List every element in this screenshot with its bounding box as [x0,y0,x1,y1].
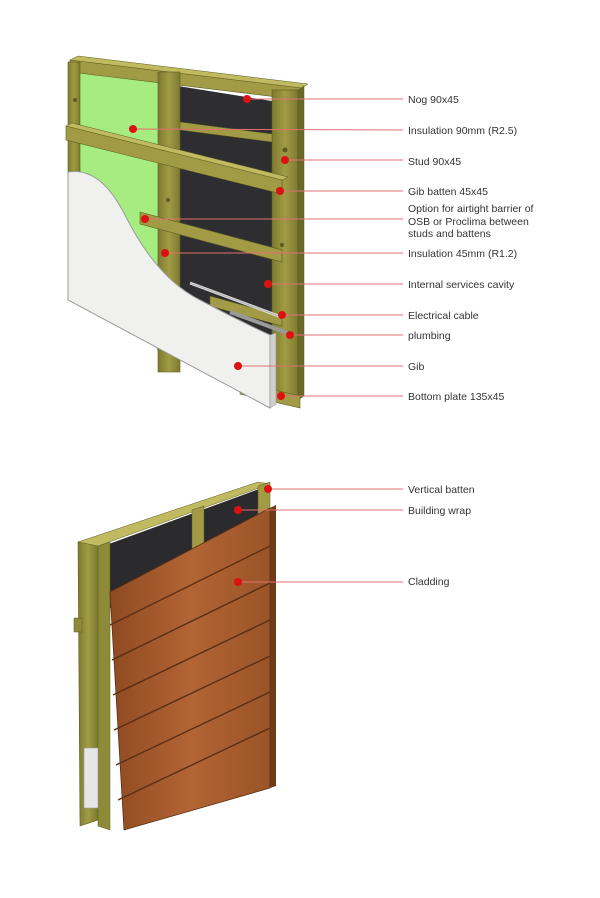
callout-label-airtight-line-3: studs and battens [408,228,491,240]
callout-label-electrical-cable: Electrical cable [408,310,479,322]
marker-dot-electrical-cable [278,311,286,319]
gib-batten-2 [139,211,283,263]
marker-dot-cladding [234,578,242,586]
callout-label-insulation-45mm: Insulation 45mm (R1.2) [408,248,518,260]
callout-label-insulation-90mm: Insulation 90mm (R2.5) [408,125,518,137]
marker-dot-vertical-batten [264,485,272,493]
callout-label-stud: Stud 90x45 [408,156,462,168]
cladding-board-lines [109,545,271,801]
left-stud [67,61,81,183]
callout-label-services-cavity: Internal services cavity [408,279,515,291]
callout-layer [129,95,404,586]
marker-dot-gib [234,362,242,370]
callout-label-gib: Gib [408,361,425,373]
callout-label-plumbing: plumbing [408,330,451,342]
nog [179,121,273,143]
marker-dot-services-cavity [264,280,272,288]
callout-label-cladding: Cladding [408,576,450,588]
callout-label-bottom-plate: Bottom plate 135x45 [408,391,505,403]
callout-label-nog: Nog 90x45 [408,94,459,106]
marker-dot-insulation-45mm [161,249,169,257]
lower-left-batten [97,541,111,831]
marker-dot-building-wrap [234,506,242,514]
plumbing-pipe [229,310,291,336]
callout-label-airtight-barrier: Option for airtight barrier of OSB or Pr… [408,203,533,241]
marker-dot-stud [281,156,289,164]
marker-dot-insulation-90mm [129,125,137,133]
callout-label-vertical-batten: Vertical batten [408,484,475,496]
callout-label-airtight-line-1: Option for airtight barrier of [408,203,534,215]
upper-wall-assembly [65,55,309,409]
marker-dot-gib-batten [276,187,284,195]
callout-label-gib-batten: Gib batten 45x45 [408,186,488,198]
marker-dot-plumbing [286,331,294,339]
marker-dot-bottom-plate [277,392,285,400]
marker-dot-airtight-barrier [141,215,149,223]
leader-line-insulation-90mm [132,128,404,131]
callout-label-airtight-line-2: OSB or Proclima between [408,215,529,228]
callout-label-building-wrap: Building wrap [408,505,472,517]
gib-board [67,171,271,409]
lower-wall-assembly [73,481,276,831]
marker-dot-nog [243,95,251,103]
